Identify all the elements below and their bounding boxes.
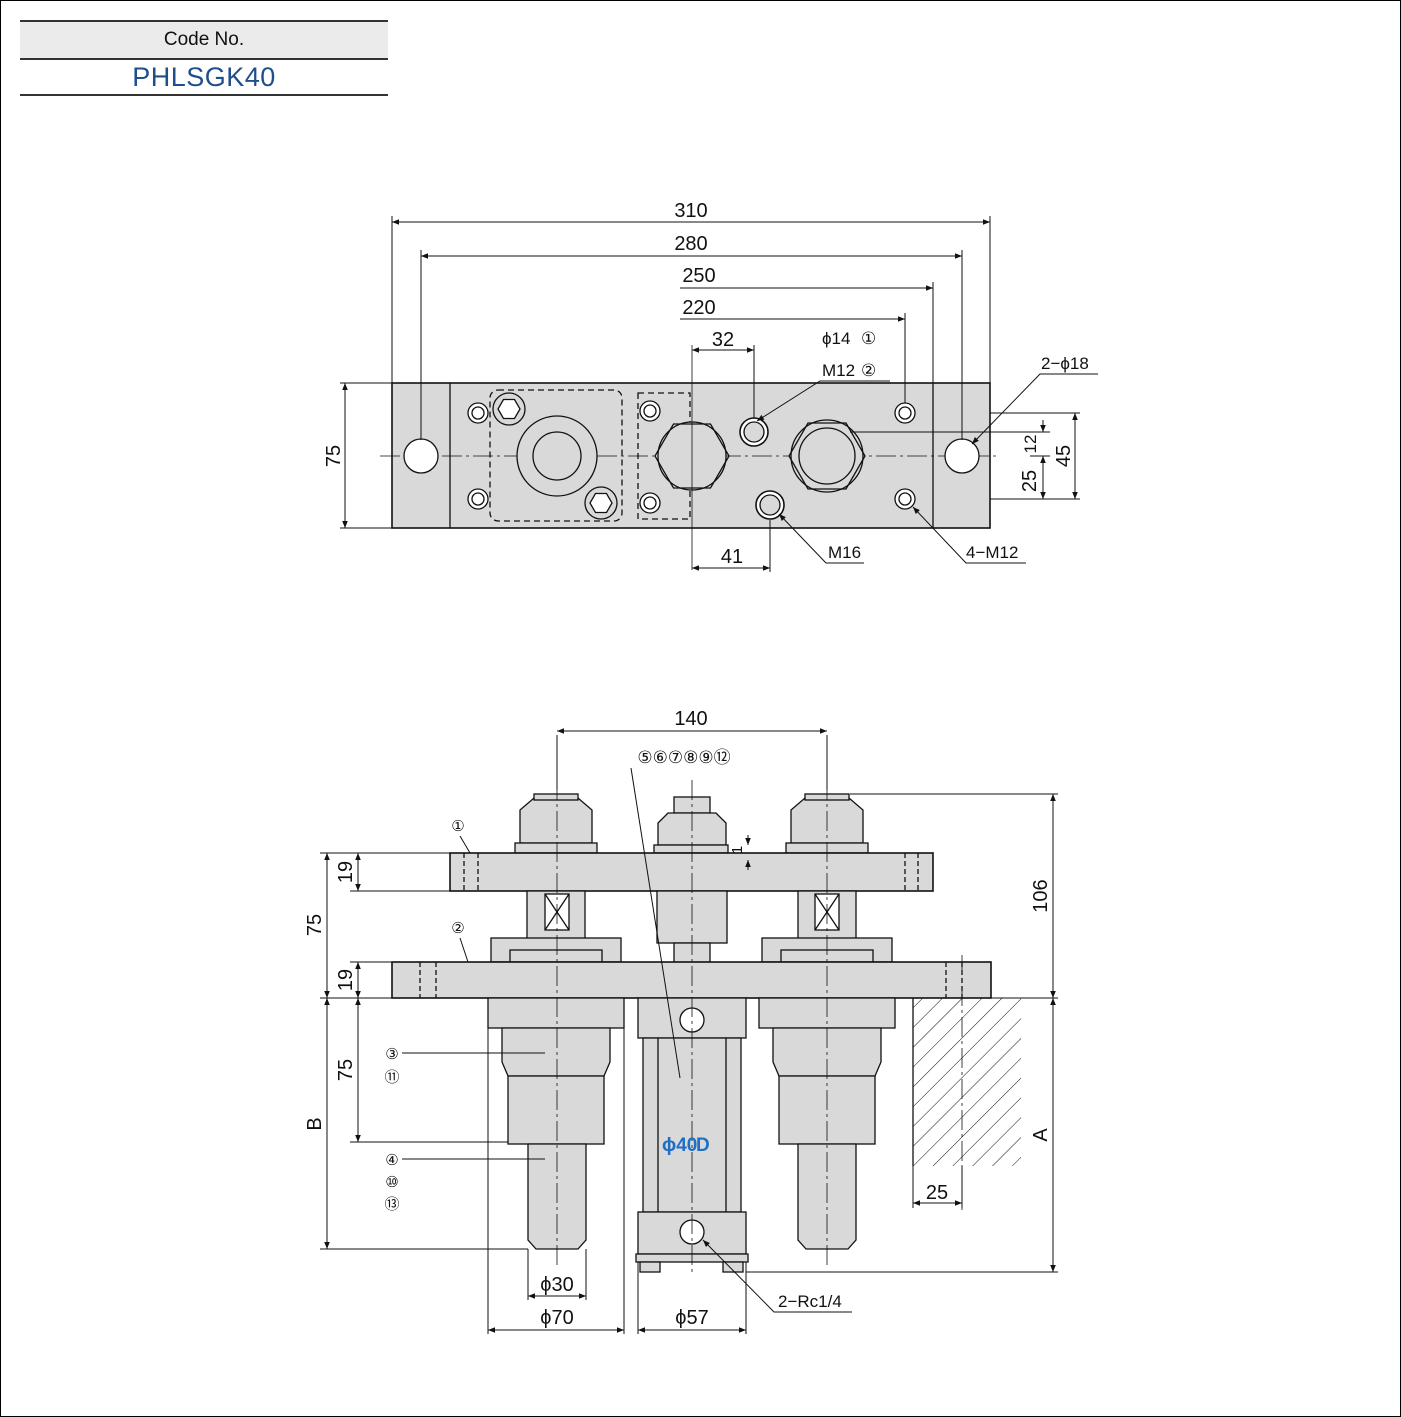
svg-text:12: 12 <box>1021 435 1040 454</box>
svg-text:⑤⑥⑦⑧⑨⑫: ⑤⑥⑦⑧⑨⑫ <box>637 748 730 767</box>
svg-text:45: 45 <box>1053 445 1075 467</box>
mount-hole-left <box>403 438 439 474</box>
svg-text:75: 75 <box>335 1059 357 1081</box>
svg-text:19: 19 <box>335 969 357 991</box>
svg-text:D: D <box>696 1135 710 1156</box>
svg-text:41: 41 <box>721 546 743 568</box>
svg-text:32: 32 <box>712 329 734 351</box>
top-view-dimensions <box>340 216 1098 572</box>
svg-text:1: 1 <box>729 846 746 854</box>
front-view-dimensions <box>320 728 1058 1334</box>
svg-text:①: ① <box>451 818 464 835</box>
svg-text:220: 220 <box>682 297 715 319</box>
svg-text:2−Rc1/4: 2−Rc1/4 <box>778 1292 842 1311</box>
svg-text:①: ① <box>861 329 876 348</box>
svg-text:75: 75 <box>323 445 345 467</box>
svg-text:250: 250 <box>682 265 715 287</box>
svg-text:B: B <box>304 1117 326 1130</box>
svg-text:②: ② <box>861 361 876 380</box>
svg-text:⑬: ⑬ <box>384 1196 399 1213</box>
svg-text:ϕ40: ϕ40 <box>662 1135 697 1156</box>
mount-hole-right <box>944 438 980 474</box>
svg-text:④: ④ <box>385 1152 398 1169</box>
code-number-box: Code No. PHLSGK40 <box>20 20 388 96</box>
plate-1 <box>449 852 934 892</box>
top-view-labels: 310 280 250 220 32 41 75 12 25 45 ϕ14 ① … <box>323 200 1089 568</box>
svg-text:19: 19 <box>335 861 357 883</box>
svg-text:280: 280 <box>674 233 707 255</box>
front-view <box>391 793 1021 1273</box>
svg-text:A: A <box>1030 1128 1052 1142</box>
top-view <box>380 345 1000 570</box>
svg-text:M16: M16 <box>828 543 861 562</box>
svg-text:ϕ70: ϕ70 <box>540 1307 573 1329</box>
svg-text:⑪: ⑪ <box>384 1069 399 1086</box>
svg-text:106: 106 <box>1030 879 1052 912</box>
svg-text:75: 75 <box>304 914 326 936</box>
svg-text:②: ② <box>451 920 464 937</box>
front-view-labels: 140 ⑤⑥⑦⑧⑨⑫ ① ② 1 106 A 19 19 75 75 B 25 … <box>304 708 1052 1329</box>
left-top-nut <box>519 797 593 844</box>
svg-text:M12: M12 <box>822 361 855 380</box>
svg-text:25: 25 <box>926 1182 948 1204</box>
svg-text:ϕ14: ϕ14 <box>822 329 850 348</box>
code-value: PHLSGK40 <box>20 60 388 96</box>
svg-text:③: ③ <box>385 1046 398 1063</box>
plate-2 <box>391 961 992 999</box>
svg-text:310: 310 <box>674 200 707 222</box>
svg-text:25: 25 <box>1019 470 1041 492</box>
svg-text:140: 140 <box>674 708 707 730</box>
code-label: Code No. <box>20 20 388 60</box>
svg-text:ϕ57: ϕ57 <box>675 1307 708 1329</box>
svg-text:2−ϕ18: 2−ϕ18 <box>1041 354 1089 373</box>
svg-text:4−M12: 4−M12 <box>966 543 1018 562</box>
svg-text:ϕ30: ϕ30 <box>540 1274 573 1296</box>
svg-text:⑩: ⑩ <box>385 1174 398 1191</box>
